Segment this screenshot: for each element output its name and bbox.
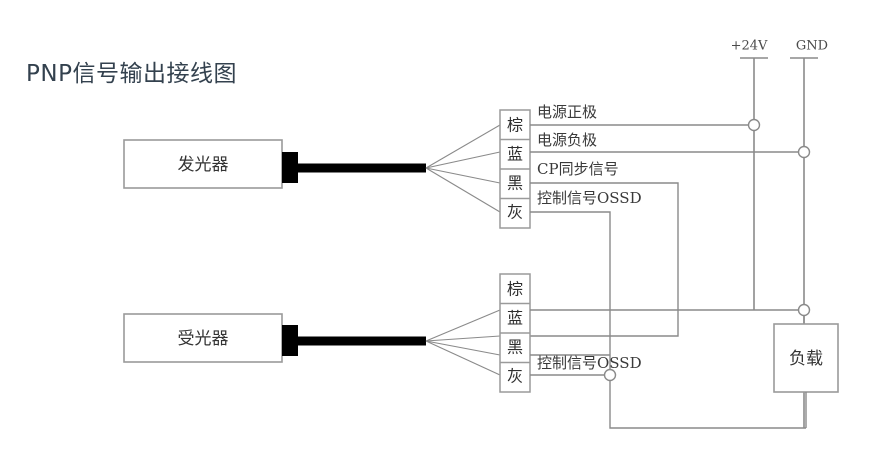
- load-label: 负载: [789, 349, 823, 369]
- wire-emitter-cp: [530, 182, 679, 337]
- fanout-wire-brown: [425, 124, 501, 169]
- wire-label-emitter-cp: CP同步信号: [537, 160, 619, 178]
- rail-label-ground: GND: [796, 39, 828, 54]
- emitter-label: 发光器: [178, 155, 229, 175]
- device-load: 负载: [773, 310, 839, 428]
- receiver-signal-wires: [530, 309, 806, 429]
- emitter-fanout: [425, 124, 501, 213]
- fanout-wire-receiver-brown: [425, 309, 501, 342]
- junction-receiver-ossd: [603, 368, 617, 382]
- rail-label-positive: +24V: [731, 39, 768, 54]
- device-emitter: 发光器: [123, 139, 426, 189]
- load-box: [773, 323, 839, 393]
- fanout-wire-receiver-gray: [425, 340, 501, 376]
- fanout-wire-receiver-blue: [425, 335, 501, 342]
- emitter-box: [123, 139, 283, 189]
- emitter-terminal-label-blue: 蓝: [507, 145, 523, 164]
- junction-receiver-brown-rail: [797, 303, 811, 317]
- receiver-label: 受光器: [178, 329, 229, 349]
- wire-label-emitter-ossd: 控制信号OSSD: [537, 189, 642, 207]
- receiver-terminal-label-gray: 灰: [507, 367, 523, 386]
- wire-label-emitter-brown: 电源正极: [537, 103, 597, 121]
- junction-emitter-blue-gnd: [797, 145, 811, 159]
- emitter-wire-labels: 电源正极 电源负极 CP同步信号 控制信号OSSD: [537, 103, 642, 207]
- emitter-terminal-block: 棕 蓝 黑 灰: [499, 109, 531, 229]
- receiver-terminal-label-brown: 棕: [507, 280, 523, 299]
- emitter-terminal-label-brown: 棕: [507, 116, 523, 135]
- fanout-wire-black: [425, 167, 501, 184]
- receiver-connector: [282, 325, 298, 356]
- wire-emitter-ossd: [530, 211, 611, 375]
- power-rail-positive: +24V: [731, 39, 768, 310]
- emitter-terminal-label-gray: 灰: [507, 203, 523, 222]
- wire-receiver-ossd: [530, 374, 806, 429]
- receiver-terminal-block: 棕 蓝 黑 灰: [499, 273, 531, 393]
- receiver-terminal-label-blue: 蓝: [507, 309, 523, 328]
- emitter-connector: [282, 152, 298, 183]
- junction-points: [603, 118, 811, 382]
- receiver-terminal-label-black: 黑: [507, 338, 523, 357]
- page-title: PNP信号输出接线图: [26, 61, 237, 87]
- wire-label-receiver-ossd: 控制信号OSSD: [537, 354, 642, 372]
- emitter-terminal-label-black: 黑: [507, 174, 523, 193]
- junction-emitter-brown-24v: [747, 118, 761, 132]
- fanout-wire-receiver-black: [425, 340, 501, 356]
- emitter-signal-wires: [530, 124, 804, 375]
- device-receiver: 受光器: [123, 313, 426, 363]
- fanout-wire-gray: [425, 167, 501, 213]
- fanout-wire-blue: [425, 151, 501, 169]
- receiver-fanout: [425, 309, 501, 376]
- wire-label-emitter-blue: 电源负极: [537, 131, 597, 149]
